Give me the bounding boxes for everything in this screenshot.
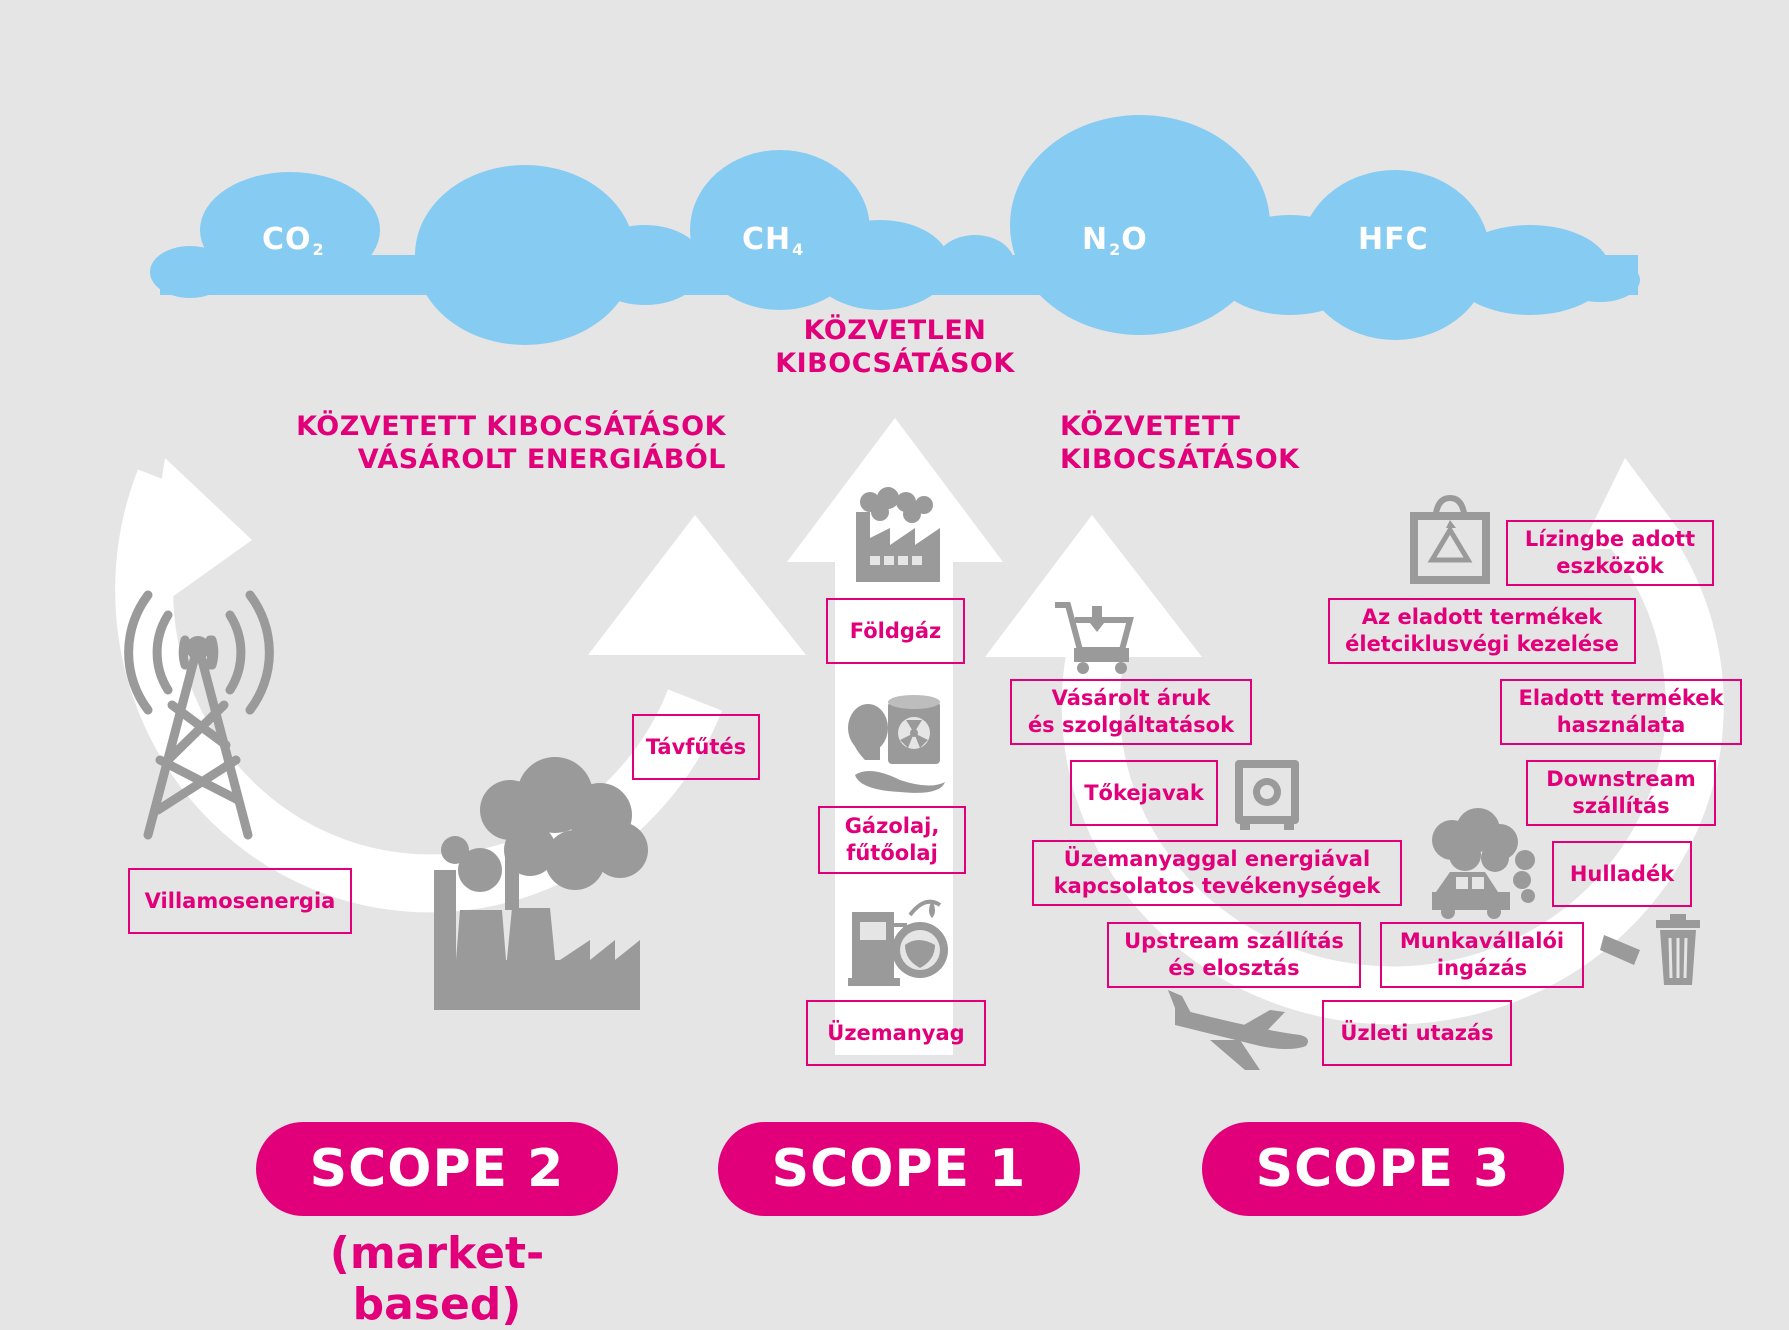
label-tokejavak: Tőkejavak (1070, 760, 1218, 826)
label-hulladek: Hulladék (1552, 841, 1692, 907)
diagram-artwork (115, 115, 1724, 1070)
greenhouse-gas-clouds (150, 115, 1640, 345)
safe-icon (1235, 760, 1299, 830)
scope3-cycle-arrow (985, 458, 1724, 1025)
label-foldgaz: Földgáz (826, 598, 965, 664)
airplane-icon (1168, 990, 1308, 1070)
label-uzleti-utazas: Üzleti utazás (1322, 1000, 1512, 1066)
radio-tower-icon (124, 590, 274, 840)
n2o-label: N2O (1082, 222, 1148, 259)
recycle-bag-icon (1410, 494, 1490, 584)
label-villamosenergia: Villamosenergia (128, 868, 352, 934)
hfc-label: HFC (1358, 222, 1429, 257)
ch4-label: CH4 (742, 222, 805, 259)
scope2-market-based-note: (market-based) (329, 1228, 545, 1330)
scope2-badge: SCOPE 2 (256, 1122, 618, 1216)
tower-top-icon (186, 636, 210, 660)
power-plant-icon (434, 757, 648, 1010)
shopping-cart-icon (1055, 602, 1134, 674)
factory-icon (856, 487, 940, 582)
fuel-pump-icon (848, 899, 948, 986)
label-uzemanyag: Üzemanyag (806, 1000, 986, 1066)
car-exhaust-icon (1432, 808, 1535, 919)
co2-label: CO2 (262, 222, 325, 259)
oil-barrel-icon (848, 695, 945, 793)
label-gazolaj: Gázolaj,fűtőolaj (818, 806, 966, 874)
scope3-badge: SCOPE 3 (1202, 1122, 1564, 1216)
trash-can-icon (1600, 914, 1700, 985)
scope1-badge: SCOPE 1 (718, 1122, 1080, 1216)
label-tavfutes: Távfűtés (632, 714, 760, 780)
